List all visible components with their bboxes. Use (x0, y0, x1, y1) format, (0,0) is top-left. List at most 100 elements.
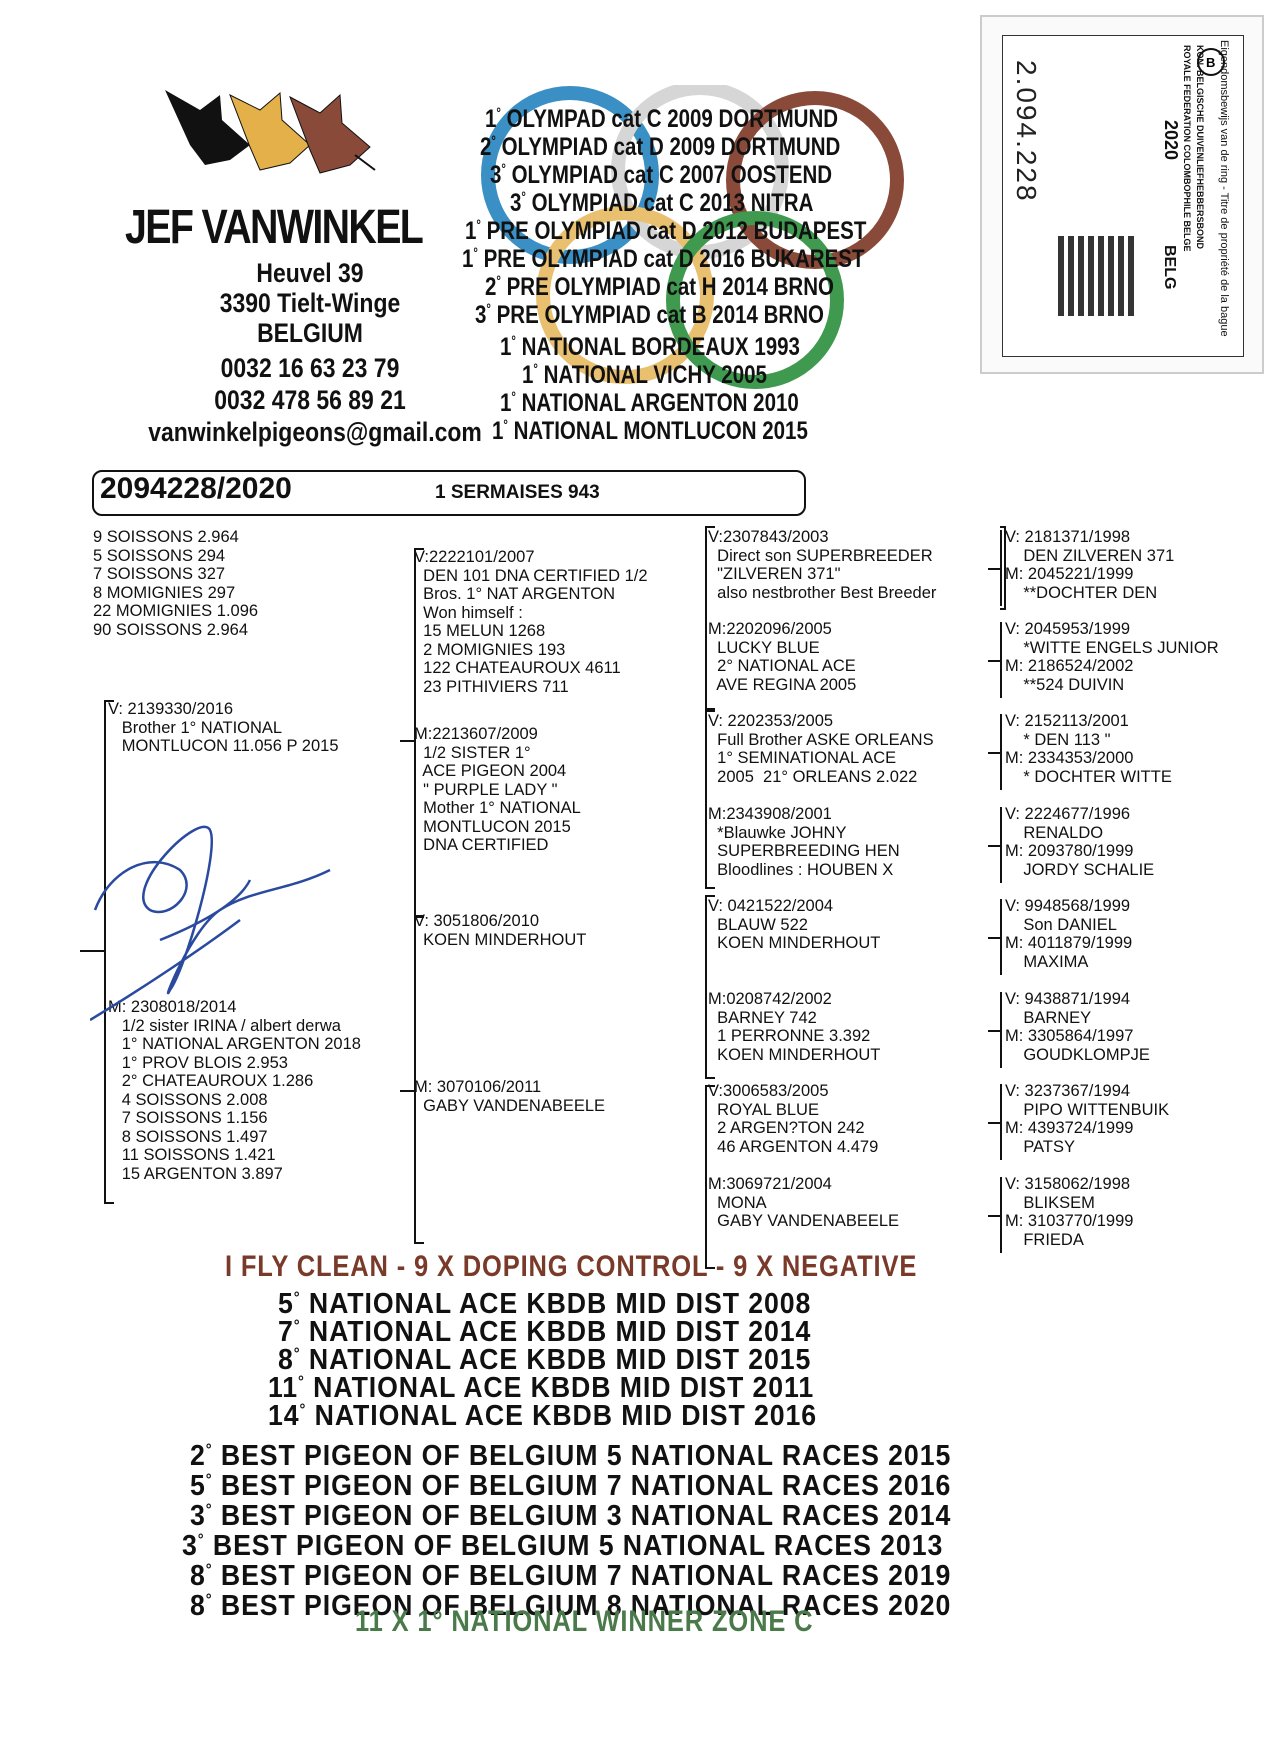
position-number: 7 (278, 1316, 294, 1348)
result-text: OLYMPIAD cat D 2009 DORTMUND (495, 133, 841, 161)
ace-result: 7° NATIONAL ACE KBDB MID DIST 2014 (278, 1316, 811, 1349)
great-great-grandparents: V: 9948568/1999 Son DANIEL M: 4011879/19… (1005, 897, 1133, 971)
pedigree-connector (988, 752, 1000, 754)
degree-mark: ° (511, 389, 516, 405)
breeder-phone-2: 0032 478 56 89 21 (214, 385, 406, 415)
pedigree-bracket (104, 700, 114, 1204)
pigeon-header-box (92, 470, 806, 516)
great-great-grandparents: V: 2181371/1998 DEN ZILVEREN 371 M: 2045… (1005, 528, 1175, 602)
position-number: 1 (485, 105, 497, 133)
great-grandparent: V: 0421522/2004 BLAUW 522 KOEN MINDERHOU… (708, 897, 881, 952)
result-text: NATIONAL BORDEAUX 1993 (515, 333, 800, 361)
position-number: 5 (278, 1288, 294, 1320)
best-pigeon-result: 3° BEST PIGEON OF BELGIUM 3 NATIONAL RAC… (190, 1500, 951, 1533)
degree-mark: ° (205, 1561, 213, 1579)
great-grandparent: M:2343908/2001 *Blauwke JOHNY SUPERBREED… (708, 805, 900, 879)
great-great-grandparents: V: 9438871/1994 BARNEY M: 3305864/1997 G… (1005, 990, 1150, 1064)
result-text: PRE OLYMPIAD cat H 2014 BRNO (500, 273, 834, 301)
best-pigeon-result: 3° BEST PIGEON OF BELGIUM 5 NATIONAL RAC… (182, 1530, 943, 1563)
card-year: 2020 (1161, 120, 1181, 161)
result-text: BEST PIGEON OF BELGIUM 5 NATIONAL RACES … (212, 1440, 952, 1472)
best-pigeon-result: 5° BEST PIGEON OF BELGIUM 7 NATIONAL RAC… (190, 1470, 951, 1503)
position-number: 2 (485, 273, 497, 301)
result-text: OLYMPIAD cat C 2007 OOSTEND (505, 161, 833, 189)
degree-mark: ° (521, 189, 526, 205)
degree-mark: ° (205, 1591, 213, 1609)
father: V: 2139330/2016 Brother 1° NATIONAL MONT… (108, 700, 339, 755)
degree-mark: ° (299, 1401, 307, 1419)
position-number: 8 (190, 1590, 206, 1622)
degree-mark: ° (293, 1289, 301, 1307)
position-number: 2 (480, 133, 492, 161)
pedigree-bracket (1000, 1177, 1002, 1253)
position-number: 1 (522, 361, 534, 389)
olympic-result: 2° PRE OLYMPIAD cat H 2014 BRNO (485, 273, 834, 302)
result-text: NATIONAL ACE KBDB MID DIST 2015 (300, 1344, 812, 1376)
degree-mark: ° (298, 1373, 305, 1391)
pedigree-connector (400, 1090, 414, 1092)
result-text: BEST PIGEON OF BELGIUM 8 NATIONAL RACES … (212, 1590, 952, 1622)
card-title: Eigendomsbewijs van de ring - Titre de p… (1218, 40, 1230, 337)
result-text: NATIONAL ACE KBDB MID DIST 2016 (306, 1400, 818, 1432)
pigeon-own-results: 9 SOISSONS 2.964 5 SOISSONS 294 7 SOISSO… (93, 528, 259, 639)
pedigree-bracket (705, 526, 715, 710)
result-text: BEST PIGEON OF BELGIUM 3 NATIONAL RACES … (212, 1500, 952, 1532)
doping-statement: I FLY CLEAN - 9 X DOPING CONTROL - 9 X N… (225, 1250, 918, 1283)
breeder-street: Heuvel 39 (256, 258, 364, 288)
breeder-name: JEF VANWINKEL (125, 201, 424, 254)
pedigree-bracket (1000, 530, 1002, 606)
ace-result: 8° NATIONAL ACE KBDB MID DIST 2015 (278, 1344, 811, 1377)
olympic-result: 1° PRE OLYMPIAD cat D 2012 BUDAPEST (465, 217, 866, 246)
degree-mark: ° (205, 1501, 213, 1519)
result-text: NATIONAL ACE KBDB MID DIST 2014 (300, 1316, 812, 1348)
great-great-grandparents: V: 3158062/1998 BLIKSEM M: 3103770/1999 … (1005, 1175, 1134, 1249)
pigeon-ring: 2094228/2020 (100, 472, 292, 505)
pedigree-bracket (1000, 526, 1006, 610)
position-number: 8 (278, 1344, 294, 1376)
position-number: 3 (510, 189, 522, 217)
position-number: 8 (190, 1560, 206, 1592)
pedigree-bracket (414, 548, 424, 918)
card-country: BELG (1161, 245, 1178, 290)
position-number: 1 (500, 333, 512, 361)
great-grandparent: V:2307843/2003 Direct son SUPERBREEDER "… (708, 528, 937, 602)
degree-mark: ° (293, 1317, 301, 1335)
degree-mark: ° (293, 1345, 301, 1363)
pigeon-result: 1 SERMAISES 943 (435, 482, 600, 503)
pedigree-bracket (1000, 899, 1002, 975)
result-text: BEST PIGEON OF BELGIUM 7 NATIONAL RACES … (212, 1470, 952, 1502)
olympic-result: 1° NATIONAL MONTLUCON 2015 (492, 417, 808, 446)
grandparent: M:2213607/2009 1/2 SISTER 1° ACE PIGEON … (414, 725, 581, 854)
position-number: 3 (190, 1500, 206, 1532)
degree-mark: ° (473, 245, 478, 261)
position-number: 1 (462, 245, 474, 273)
olympic-result: 3° OLYMPIAD cat C 2007 OOSTEND (490, 161, 832, 190)
pedigree-connector (80, 950, 106, 952)
degree-mark: ° (496, 273, 501, 289)
pedigree-bracket (1000, 622, 1002, 698)
great-great-grandparents: V: 2224677/1996 RENALDO M: 2093780/1999 … (1005, 805, 1155, 879)
grandparent: M: 3070106/2011 GABY VANDENABEELE (414, 1078, 606, 1115)
pedigree-bracket (1000, 714, 1002, 790)
card-org-nl: KON. BELGISCHE DUIVENLIEFHEBBERSBOND (1195, 45, 1205, 250)
position-number: 2 (190, 1440, 206, 1472)
result-text: NATIONAL ACE KBDB MID DIST 2011 (304, 1372, 815, 1404)
ace-result: 5° NATIONAL ACE KBDB MID DIST 2008 (278, 1288, 811, 1321)
pedigree-bracket (705, 1085, 715, 1269)
degree-mark: ° (197, 1531, 205, 1549)
breeder-country: BELGIUM (257, 318, 363, 348)
olympic-result: 3° PRE OLYMPIAD cat B 2014 BRNO (475, 301, 824, 330)
position-number: 1 (492, 417, 504, 445)
result-text: NATIONAL MONTLUCON 2015 (507, 417, 808, 445)
pedigree-connector (988, 1122, 1000, 1124)
result-text: OLYMPIAD cat C 2013 NITRA (525, 189, 814, 217)
olympic-result: 3° OLYMPIAD cat C 2013 NITRA (510, 189, 813, 218)
zone-winner: 11 X 1° NATIONAL WINNER ZONE C (355, 1605, 814, 1638)
breeder-city: 3390 Tielt-Winge (219, 288, 401, 318)
position-number: 3 (490, 161, 502, 189)
best-pigeon-result: 2° BEST PIGEON OF BELGIUM 5 NATIONAL RAC… (190, 1440, 951, 1473)
pedigree-connector (400, 740, 414, 742)
position-number: 1 (500, 389, 512, 417)
svg-text:B: B (1206, 55, 1215, 70)
degree-mark: ° (511, 333, 516, 349)
